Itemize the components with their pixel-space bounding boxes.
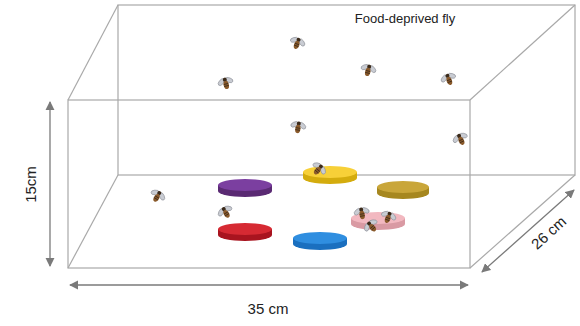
food-discs xyxy=(218,166,429,250)
dimension-label: 35 cm xyxy=(248,301,289,316)
caption-label: Food-deprived fly xyxy=(355,12,455,25)
flies xyxy=(147,34,471,236)
dimension-label: 15cm xyxy=(23,166,38,203)
arena-box xyxy=(68,5,575,268)
dimension-arrows xyxy=(50,102,574,285)
dimension-label: 26 cm xyxy=(528,213,568,251)
